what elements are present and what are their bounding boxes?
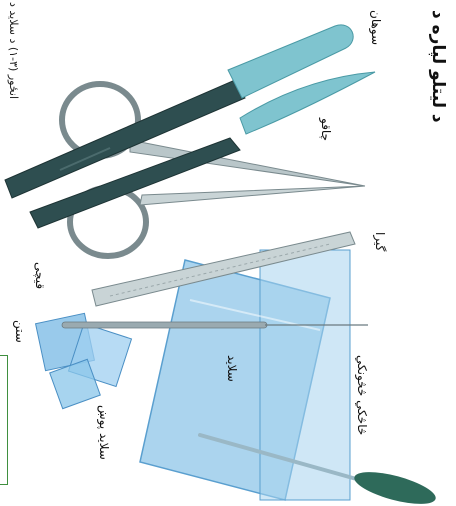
side-frame <box>0 355 8 485</box>
label-needle: ستن <box>14 320 26 343</box>
label-scalpel-handle: سوهان <box>370 10 382 45</box>
label-slide: سلاید <box>226 355 238 382</box>
label-coverslip: سلاید پوښ <box>98 405 110 460</box>
figure-caption: انځور (۳-۱) د سلاید د <box>7 2 20 99</box>
page-heading: د لیتلو لپاره د <box>428 10 448 123</box>
label-forceps: گیرا <box>374 232 386 251</box>
label-knife: چاقو <box>320 118 332 141</box>
label-dropper: څاڅکي څڅونکي <box>356 355 368 435</box>
label-scissors: قیچی <box>34 262 46 289</box>
